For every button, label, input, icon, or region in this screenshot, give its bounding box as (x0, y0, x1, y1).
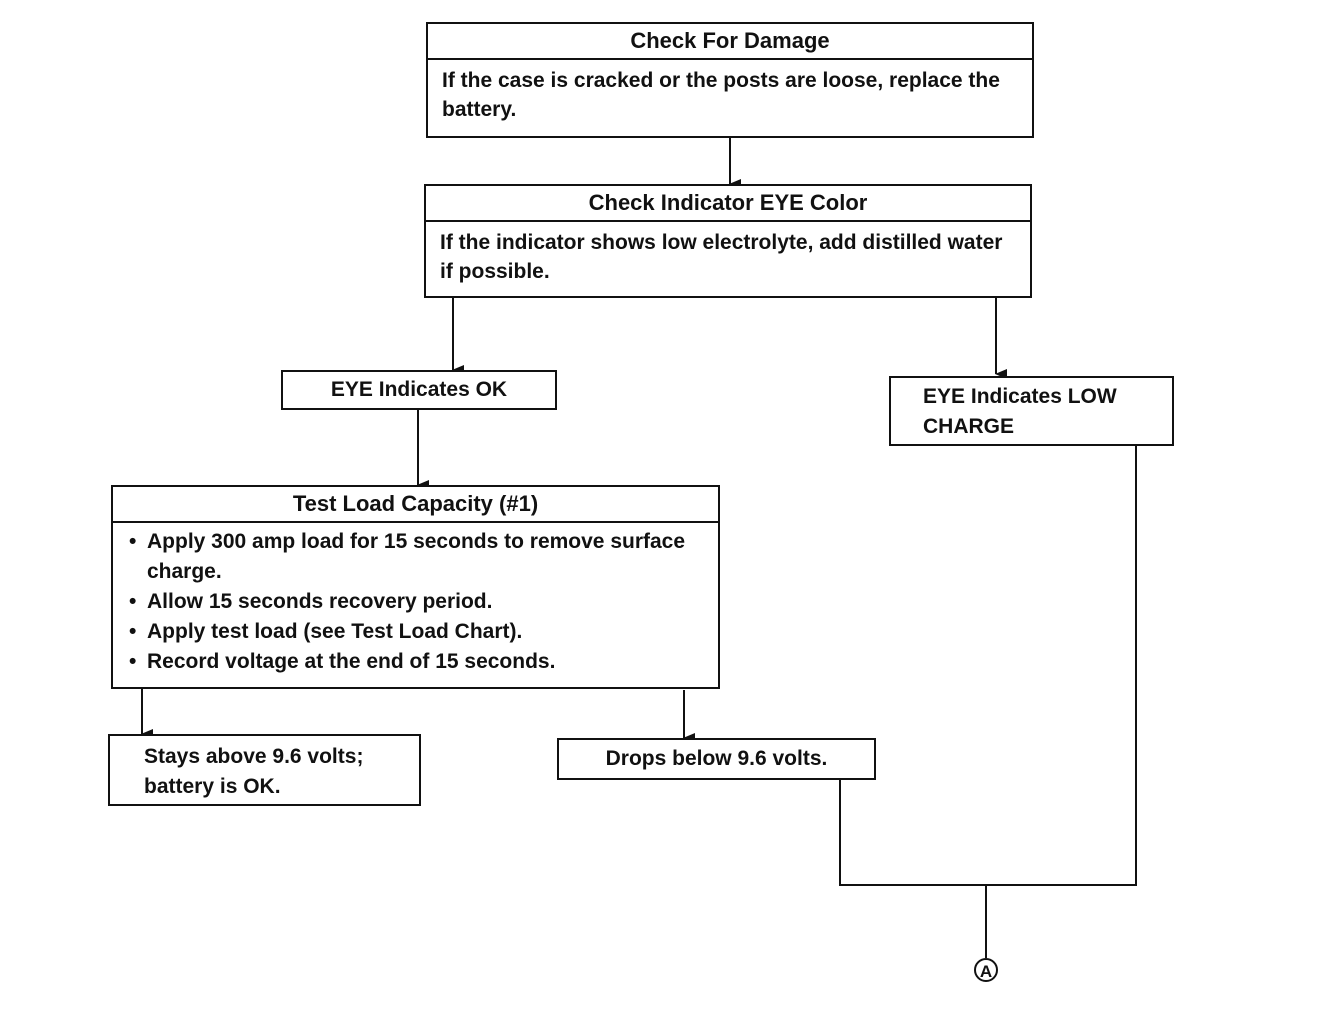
node-eye-low-charge-text: EYE Indicates LOW CHARGE (923, 385, 1117, 438)
node-check-damage: Check For Damage If the case is cracked … (426, 22, 1034, 138)
node-drops-below-text: Drops below 9.6 volts. (605, 747, 828, 770)
load-step-3: Apply test load (see Test Load Chart). (129, 617, 706, 647)
load-step-1: Apply 300 amp load for 15 seconds to rem… (129, 527, 706, 587)
node-drops-below: Drops below 9.6 volts. (557, 738, 876, 780)
node-check-damage-body: If the case is cracked or the posts are … (442, 69, 1000, 121)
node-eye-ok: EYE Indicates OK (281, 370, 557, 410)
node-check-damage-title: Check For Damage (428, 24, 1032, 60)
node-eye-low-charge: EYE Indicates LOW CHARGE (889, 376, 1174, 446)
connector-a-label: A (980, 962, 992, 981)
load-step-4: Record voltage at the end of 15 seconds. (129, 647, 706, 677)
node-test-load-capacity: Test Load Capacity (#1) Apply 300 amp lo… (111, 485, 720, 689)
node-stays-above: Stays above 9.6 volts; battery is OK. (108, 734, 421, 806)
node-check-eye-color: Check Indicator EYE Color If the indicat… (424, 184, 1032, 298)
node-test-load-title: Test Load Capacity (#1) (113, 487, 718, 523)
node-check-eye-color-title: Check Indicator EYE Color (426, 186, 1030, 222)
load-step-2: Allow 15 seconds recovery period. (129, 587, 706, 617)
node-test-load-steps: Apply 300 amp load for 15 seconds to rem… (113, 523, 718, 677)
node-eye-ok-text: EYE Indicates OK (330, 378, 508, 401)
line-low-to-merge (986, 446, 1137, 886)
node-check-eye-color-body: If the indicator shows low electrolyte, … (440, 231, 1003, 283)
node-stays-above-text: Stays above 9.6 volts; battery is OK. (144, 745, 364, 798)
connector-a-circle (974, 958, 998, 982)
line-below-to-merge (839, 780, 986, 886)
